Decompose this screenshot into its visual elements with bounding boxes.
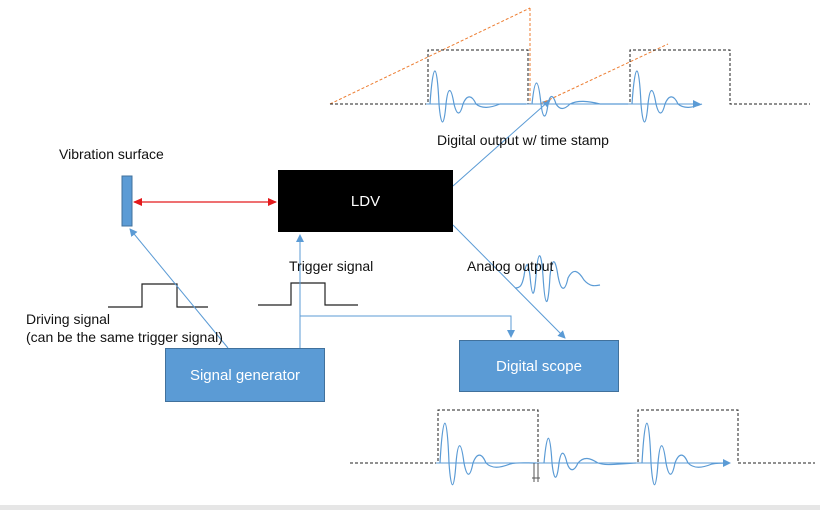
digital-output-connector — [452, 99, 551, 187]
analog-connector — [452, 224, 566, 339]
analog-output-label: Analog output — [467, 258, 554, 274]
ldv-block: LDV — [278, 170, 453, 232]
trigger-signal-pulse — [258, 282, 358, 306]
driving-signal-note: (can be the same trigger signal) — [26, 329, 223, 345]
digital-scope-block: Digital scope — [459, 340, 619, 392]
driving-signal-pulse — [108, 283, 208, 308]
bottom-scrollbar-strip — [0, 505, 820, 510]
digital-output-label: Digital output w/ time stamp — [437, 132, 609, 148]
bottom-waveform — [350, 409, 815, 486]
ldv-label: LDV — [350, 192, 381, 210]
signal-generator-label: Signal generator — [189, 366, 301, 384]
signal-generator-block: Signal generator — [165, 348, 325, 402]
analog-waveform — [514, 255, 601, 302]
trigger-connector-scope — [300, 315, 515, 338]
vibration-surface-label: Vibration surface — [59, 146, 164, 162]
trigger-signal-label: Trigger signal — [289, 258, 374, 274]
drive-connector — [129, 228, 229, 349]
driving-signal-label: Driving signal — [26, 311, 111, 327]
digital-scope-label: Digital scope — [496, 357, 582, 375]
top-waveform — [329, 7, 810, 123]
vibration-surface — [121, 175, 133, 227]
